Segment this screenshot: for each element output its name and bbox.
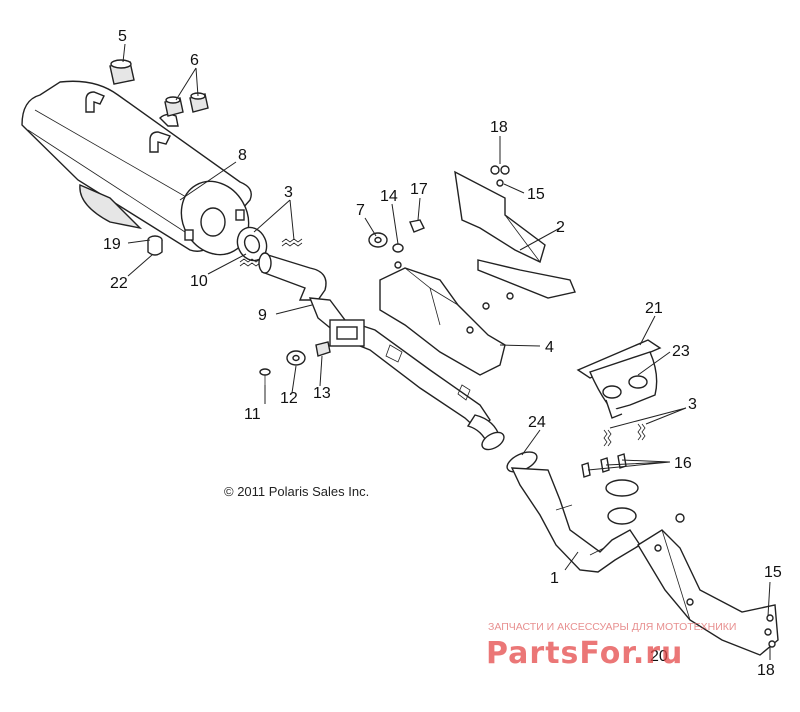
- callout-8: 8: [238, 147, 247, 164]
- lower-heat-shield-20: [637, 513, 779, 656]
- callout-18-top: 18: [490, 119, 508, 136]
- mid-pipe-9: [258, 252, 505, 451]
- callout-19: 19: [103, 236, 121, 253]
- heat-shield-4: [379, 261, 514, 376]
- washer-7: [368, 232, 388, 248]
- gasket-10: [236, 226, 268, 262]
- callout-9: 9: [258, 307, 267, 324]
- leader-lines: [122, 43, 771, 660]
- fastener-19-22: [147, 235, 163, 256]
- watermark-tagline: ЗАПЧАСТИ И АКСЕССУАРЫ ДЛЯ МОТОТЕХНИКИ: [488, 621, 736, 633]
- callout-23: 23: [672, 343, 690, 360]
- washer-14: [392, 243, 404, 253]
- watermark: ЗАПЧАСТИ И АКСЕССУАРЫ ДЛЯ МОТОТЕХНИКИ Pa…: [486, 621, 736, 671]
- callout-10: 10: [190, 273, 208, 290]
- callout-20: 20: [650, 648, 668, 665]
- callout-3-left: 3: [284, 184, 293, 201]
- callout-18-bottom: 18: [757, 662, 775, 679]
- bolts-16: [581, 453, 627, 478]
- callout-7: 7: [356, 202, 365, 219]
- springs-3-right: [603, 423, 646, 447]
- manifold-23: [589, 351, 658, 419]
- callout-labels: 5 6 8 3 19 22 10 9 7 14 17 18 15 2 4 11 …: [103, 28, 782, 679]
- sleeve-13: [315, 341, 331, 357]
- callout-1: 1: [550, 570, 559, 587]
- callout-22: 22: [110, 275, 128, 292]
- watermark-logo: PartsFor.ru: [486, 636, 683, 671]
- callout-15-bottom: 15: [764, 564, 782, 581]
- callout-11: 11: [244, 406, 261, 423]
- grommet-pair-6: [164, 92, 209, 117]
- callout-2: 2: [556, 219, 565, 236]
- nut-17: [409, 219, 425, 233]
- spacer-12: [286, 350, 306, 366]
- callout-12: 12: [280, 390, 298, 407]
- copyright-notice: © 2011 Polaris Sales Inc.: [224, 484, 369, 499]
- callout-17: 17: [410, 181, 428, 198]
- callout-13: 13: [313, 385, 331, 402]
- muffler: [21, 80, 252, 256]
- callout-21: 21: [645, 300, 663, 317]
- callout-15-top: 15: [527, 186, 545, 203]
- callout-14: 14: [380, 188, 398, 205]
- callout-4: 4: [545, 339, 554, 356]
- bracket-2: [454, 165, 576, 299]
- callout-5: 5: [118, 28, 127, 45]
- callout-16: 16: [674, 455, 692, 472]
- callout-3-right: 3: [688, 396, 697, 413]
- springs-3-left: [239, 238, 303, 267]
- head-pipe-1: [510, 467, 641, 573]
- grommet-5: [109, 59, 135, 85]
- callout-6: 6: [190, 52, 199, 69]
- callout-24: 24: [528, 414, 546, 431]
